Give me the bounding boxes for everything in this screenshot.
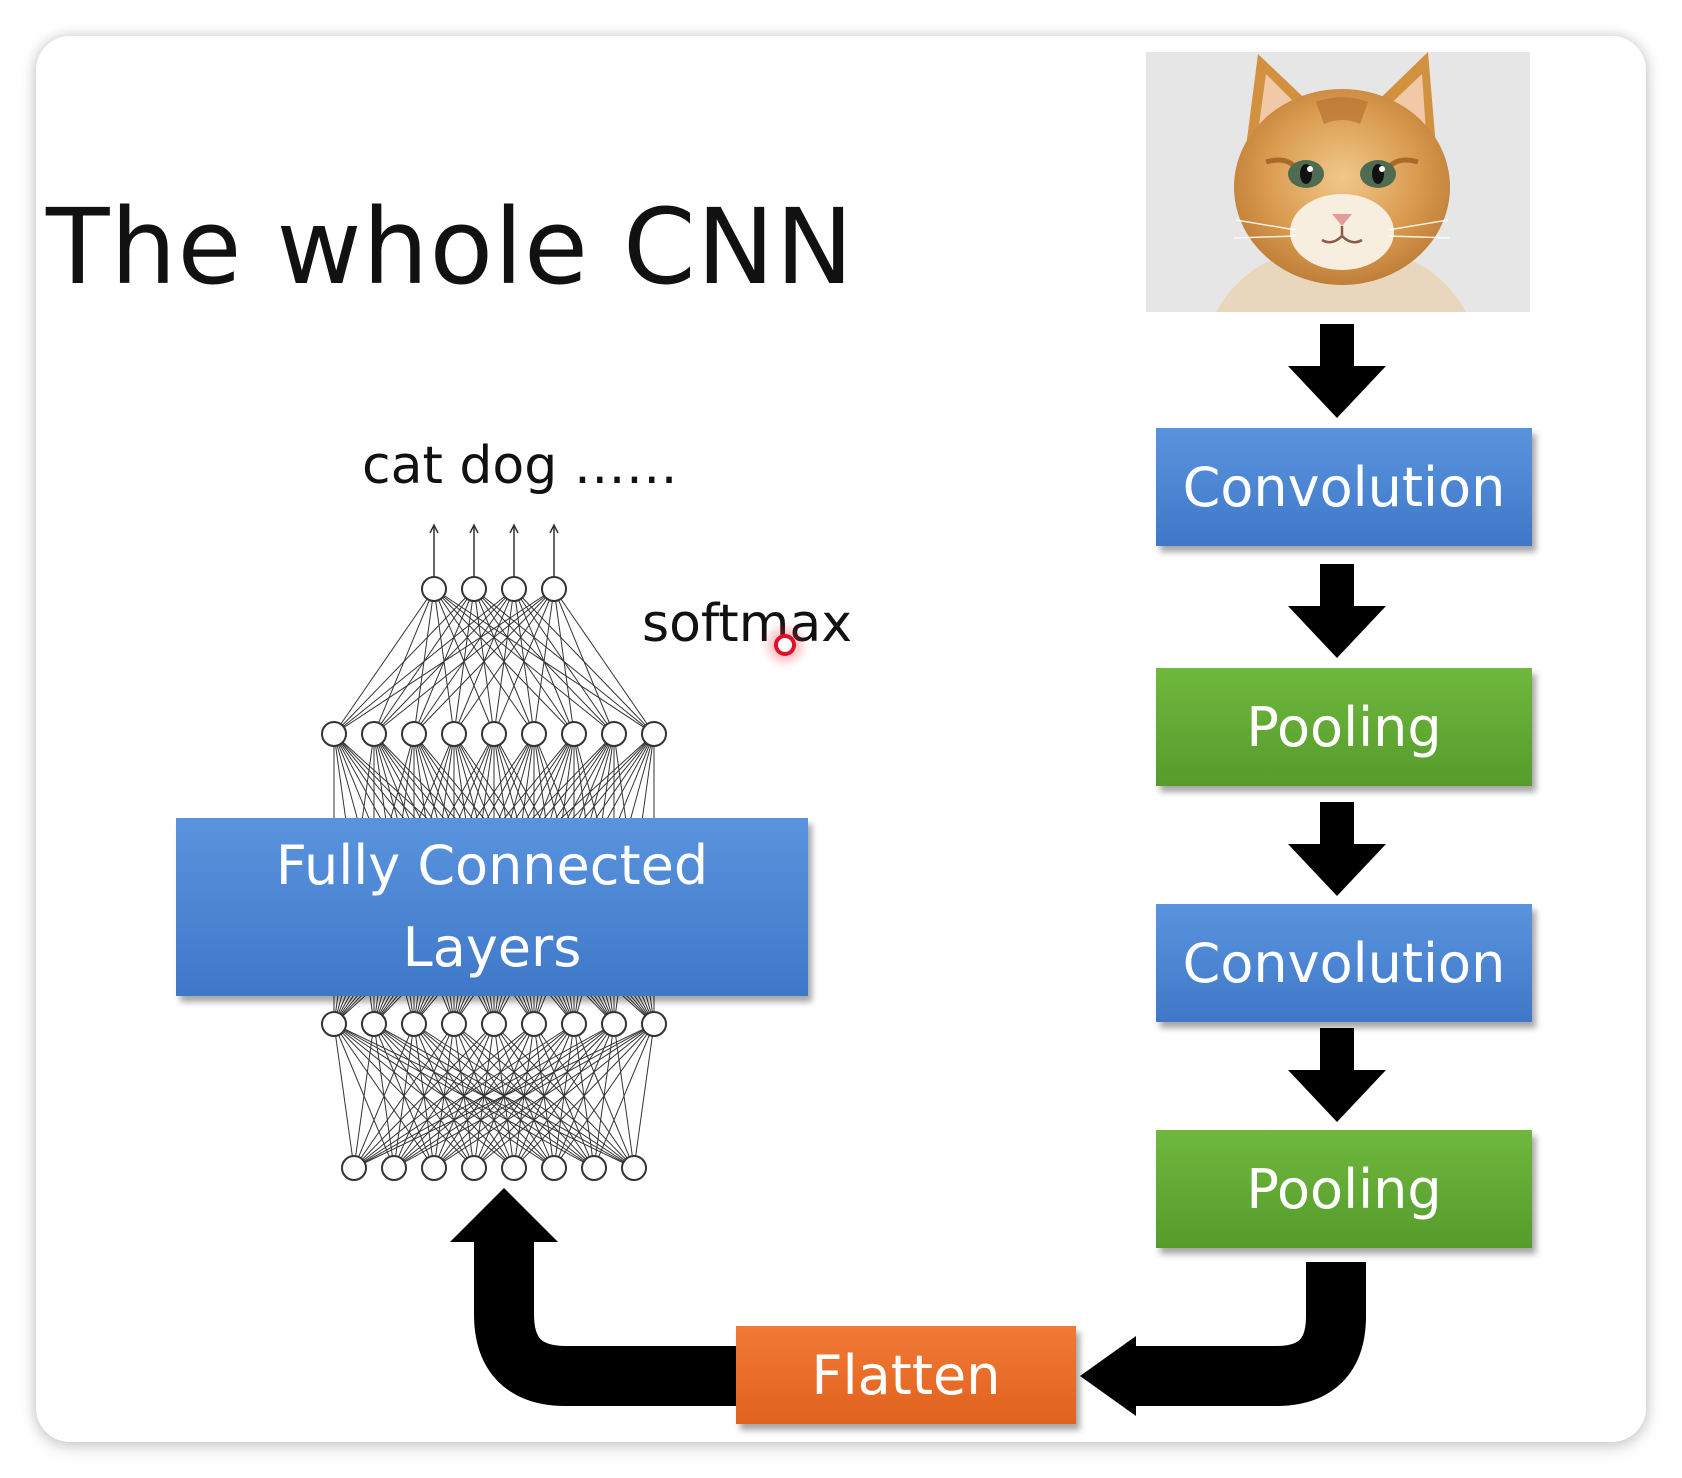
network-node [641,721,667,747]
network-edge [353,1023,375,1169]
laser-pointer-dot [774,634,796,656]
block-label: Convolution [1182,931,1506,995]
output-arrow-head [549,523,559,534]
network-node [501,1155,527,1181]
network-edge [553,588,655,735]
network-node [321,1011,347,1037]
network-node [441,721,467,747]
flow-arrows [450,324,1386,1416]
network-node [521,1011,547,1037]
network-node [541,1155,567,1181]
network-edge [333,588,435,735]
network-edge [633,1023,655,1169]
network-node [461,1155,487,1181]
network-node [521,721,547,747]
network-node [481,1011,507,1037]
network-edge [333,588,555,735]
down-arrow [1288,1028,1386,1122]
network-node [361,721,387,747]
output-arrows [429,523,559,577]
pooling-block-1: Pooling [1156,668,1532,786]
network-edge [353,1023,535,1169]
network-edge [353,1023,655,1169]
network-node [481,721,507,747]
cat-illustration [1146,52,1530,312]
network-edge [433,1023,655,1169]
fully-connected-line2: Layers [402,916,582,979]
output-arrow-head [469,523,479,534]
network-node [421,576,447,602]
convolution-block-2: Convolution [1156,904,1532,1022]
down-arrow [1288,564,1386,658]
network-nodes [321,576,667,1181]
block-label: Pooling [1246,1157,1442,1221]
network-edge [553,1023,655,1169]
pooling-block-2: Pooling [1156,1130,1532,1248]
network-node [601,721,627,747]
network-edge [353,1023,415,1169]
convolution-block-1: Convolution [1156,428,1532,546]
network-node [401,721,427,747]
network-edge [333,588,515,735]
network-node [641,1011,667,1037]
network-edge [493,588,555,735]
network-node [381,1155,407,1181]
output-classes-label: cat dog …… [362,436,678,496]
network-edge [353,1023,455,1169]
network-node [561,1011,587,1037]
network-node [581,1155,607,1181]
network-node [421,1155,447,1181]
cat-photo [1146,52,1530,312]
slide-title: The whole CNN [46,186,855,308]
softmax-label: softmax [642,594,852,654]
network-node [501,576,527,602]
network-node [541,576,567,602]
network-edge [453,588,555,735]
network-edge [553,588,615,735]
network-node [361,1011,387,1037]
down-arrow [1288,802,1386,896]
fully-connected-layers-block: Fully Connected Layers [176,818,808,996]
network-edge [593,1023,655,1169]
block-label: Pooling [1246,695,1442,759]
network-edge [333,1023,355,1169]
network-edge [473,1023,655,1169]
network-edge [513,1023,655,1169]
slide: The whole CNN [36,36,1646,1442]
network-node [621,1155,647,1181]
fully-connected-line1: Fully Connected [275,834,709,897]
network-node [401,1011,427,1037]
network-node [341,1155,367,1181]
network-edge [413,588,555,735]
network-edge [333,588,475,735]
network-edge [353,1023,615,1169]
network-edge [373,588,555,735]
curved-arrow-to-flatten [1080,1262,1366,1416]
network-node [601,1011,627,1037]
curved-arrow-to-fully-connected [450,1188,736,1406]
output-arrow-head [429,523,439,534]
network-edge [533,588,555,735]
network-node [461,576,487,602]
network-edge [553,588,575,735]
block-label: Flatten [811,1343,1001,1407]
network-edge [353,1023,575,1169]
network-edge [353,1023,495,1169]
network-node [321,721,347,747]
network-node [441,1011,467,1037]
network-edge [393,1023,655,1169]
block-label: Convolution [1182,455,1506,519]
down-arrow [1288,324,1386,418]
network-node [561,721,587,747]
flatten-block: Flatten [736,1326,1076,1424]
output-arrow-head [509,523,519,534]
